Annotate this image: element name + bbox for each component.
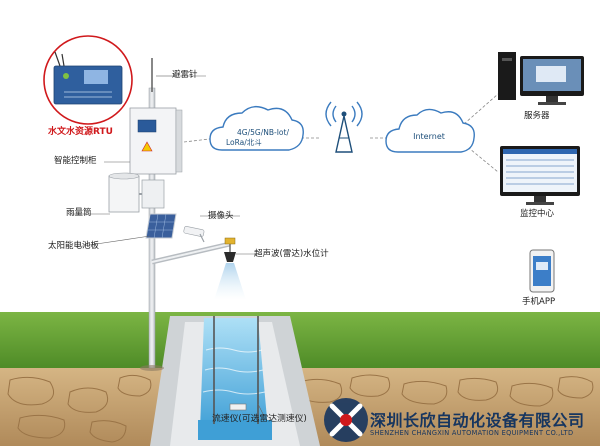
label-server: 服务器 (524, 111, 550, 121)
internet-text: Internet (413, 132, 445, 141)
junction-box (141, 179, 165, 209)
label-rtu: 水文水资源RTU (48, 127, 113, 137)
label-monitor-center: 监控中心 (520, 209, 555, 219)
label-ultrasonic: 超声波(雷达)水位计 (254, 249, 329, 259)
company-name-cn: 深圳长欣自动化设备有限公司 (370, 411, 585, 430)
rtu-device (43, 35, 133, 125)
soil-stones (7, 374, 594, 443)
label-phone-app: 手机APP (522, 297, 556, 307)
label-rain-gauge: 雨量筒 (66, 208, 92, 218)
water-channel (150, 316, 320, 446)
wireless-text-line1: 4G/5G/NB-Iot/ (237, 128, 289, 137)
solar-panel (145, 213, 177, 239)
monitor-center-icon (500, 146, 580, 205)
label-lightning-rod: 避雷针 (172, 70, 198, 80)
internet-cloud (385, 108, 475, 153)
ultrasonic-level-meter (214, 237, 246, 300)
server-computer-icon (498, 52, 584, 105)
wireless-cloud (209, 105, 304, 151)
wireless-text-line2: LoRa/北斗 (226, 138, 262, 147)
phone-icon (529, 249, 555, 293)
company-name-en: SHENZHEN CHANGXIN AUTOMATION EQUIPMENT C… (370, 429, 574, 437)
signal-tower-icon (325, 101, 363, 153)
label-cabinet: 智能控制柜 (54, 156, 97, 166)
company-logo (324, 398, 368, 442)
label-flow-meter: 流速仪(可选雷达测速仪) (212, 414, 307, 424)
camera (183, 226, 205, 243)
leader-lines (70, 75, 265, 417)
label-solar-panel: 太阳能电池板 (48, 241, 100, 251)
label-camera: 摄像头 (208, 211, 234, 221)
rain-gauge (108, 172, 149, 213)
control-cabinet (129, 107, 183, 175)
